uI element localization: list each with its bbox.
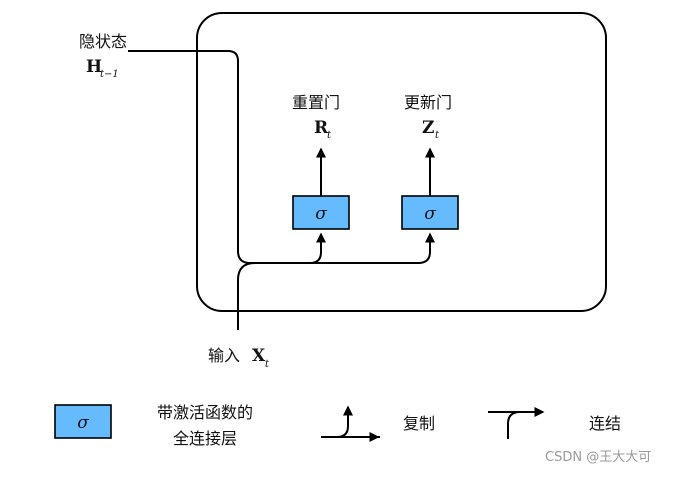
update-gate-sigma: σ <box>424 204 436 224</box>
input-symbol: X <box>252 346 266 366</box>
legend-copy-label: 复制 <box>403 414 435 433</box>
input-subscript: t <box>265 359 270 370</box>
update-gate-sigma-box <box>401 195 459 230</box>
reset-gate-label: 重置门 <box>292 93 340 112</box>
input-line <box>237 262 256 330</box>
update-gate-symbol: Z <box>422 118 434 138</box>
cell-frame <box>196 12 607 312</box>
input-label: 输入 <box>208 346 240 365</box>
legend-concat-label: 连结 <box>589 414 621 433</box>
legend-concat-branch <box>507 411 521 439</box>
update-gate-input-arrow <box>320 232 435 264</box>
hidden-state-label: 隐状态 <box>79 32 127 51</box>
reset-gate-sigma: σ <box>315 204 327 224</box>
legend-sigma: σ <box>77 413 89 433</box>
legend-fc-label-line1: 带激活函数的 <box>157 403 253 422</box>
legend-copy-arrow-up <box>336 405 353 438</box>
hidden-state-symbol: H <box>86 57 102 77</box>
reset-gate-subscript: t <box>327 130 332 141</box>
reset-gate-input-arrow <box>250 232 326 264</box>
update-gate-label: 更新门 <box>404 93 452 112</box>
reset-gate-symbol: R <box>314 118 329 138</box>
update-gate-subscript: t <box>435 130 440 141</box>
watermark: CSDN @王大大可 <box>545 450 651 465</box>
legend-sigma-box <box>54 404 112 439</box>
reset-gate-sigma-box <box>292 195 350 230</box>
legend-fc-label-line2: 全连接层 <box>173 429 237 448</box>
hidden-state-line <box>128 50 420 264</box>
hidden-state-subscript: t−1 <box>100 69 119 80</box>
